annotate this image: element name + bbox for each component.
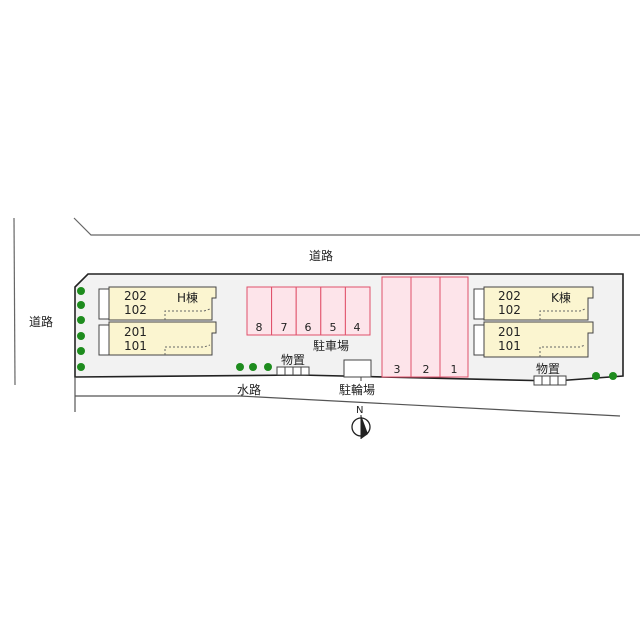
parking-space-2: 2 [422, 363, 430, 376]
unit-102: 102 [498, 303, 521, 317]
parking-space-7: 7 [280, 321, 288, 334]
parking-space-1: 1 [450, 363, 458, 376]
compass-icon [351, 415, 371, 439]
storage-right-label: 物置 [536, 362, 561, 376]
road-north-label: 道路 [309, 249, 334, 263]
storage-left-boxes [276, 366, 310, 376]
parking-left [246, 286, 371, 336]
parking-space-4: 4 [353, 321, 361, 334]
bicycle-parking-box [343, 359, 372, 378]
parking-space-5: 5 [329, 321, 337, 334]
storage-right-boxes [533, 375, 567, 386]
unit-101: 101 [124, 339, 147, 353]
parking-label: 駐車場 [313, 339, 350, 353]
building-h-name: H棟 [177, 291, 199, 305]
parking-right [381, 276, 469, 378]
bicycle-parking-label: 駐輪場 [339, 383, 376, 397]
unit-201: 201 [124, 325, 147, 339]
waterway-label: 水路 [237, 383, 262, 397]
unit-202: 202 [124, 289, 147, 303]
parking-space-3: 3 [393, 363, 401, 376]
unit-101: 101 [498, 339, 521, 353]
storage-left-label: 物置 [281, 353, 306, 367]
building-k-name: K棟 [551, 291, 571, 305]
building-k [473, 286, 594, 358]
parking-space-8: 8 [255, 321, 263, 334]
unit-201: 201 [498, 325, 521, 339]
trees [77, 287, 617, 380]
parking-space-6: 6 [304, 321, 312, 334]
unit-202: 202 [498, 289, 521, 303]
building-h [98, 286, 217, 356]
road-west-label: 道路 [29, 315, 54, 329]
compass-north-label: N [356, 405, 364, 416]
unit-102: 102 [124, 303, 147, 317]
